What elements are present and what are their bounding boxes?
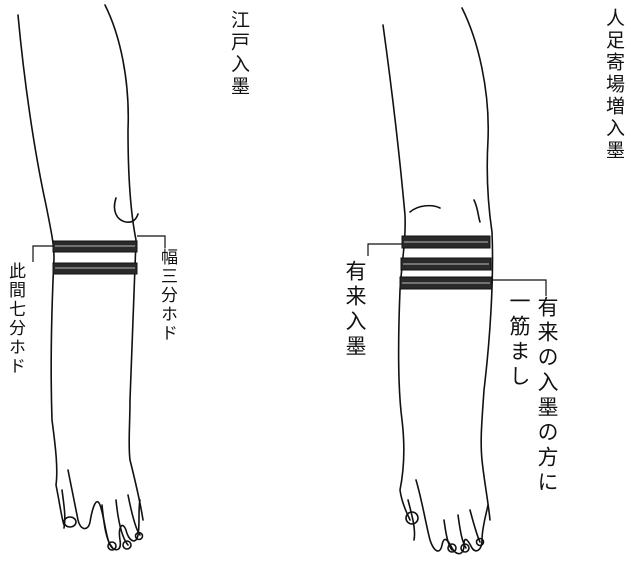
left-hand xyxy=(62,470,140,550)
left-finger-2 xyxy=(116,500,128,545)
left-finger-1 xyxy=(102,505,112,547)
right-existing-leader xyxy=(368,244,402,256)
left-spacing-label: 此間七分ホド xyxy=(6,262,23,376)
right-arm-outline-left xyxy=(383,25,410,520)
right-figure-title: 人足寄場増入墨 xyxy=(604,8,623,162)
right-added-label-1: 有来の入墨の方に xyxy=(536,296,557,496)
left-width-leader xyxy=(137,236,165,248)
left-figure-title: 江戸入墨 xyxy=(229,10,248,98)
right-elbow-crease xyxy=(410,200,480,222)
left-width-label: 幅三分ホド xyxy=(158,248,175,343)
right-added-label-2: 一筋まし xyxy=(508,290,529,390)
left-spacing-leader xyxy=(33,246,53,262)
left-nail-1 xyxy=(64,517,76,527)
left-arm-drawing xyxy=(18,5,143,550)
left-elbow-crease xyxy=(114,198,138,222)
right-existing-label: 有来入墨 xyxy=(344,260,365,360)
right-finger-3 xyxy=(470,510,480,542)
